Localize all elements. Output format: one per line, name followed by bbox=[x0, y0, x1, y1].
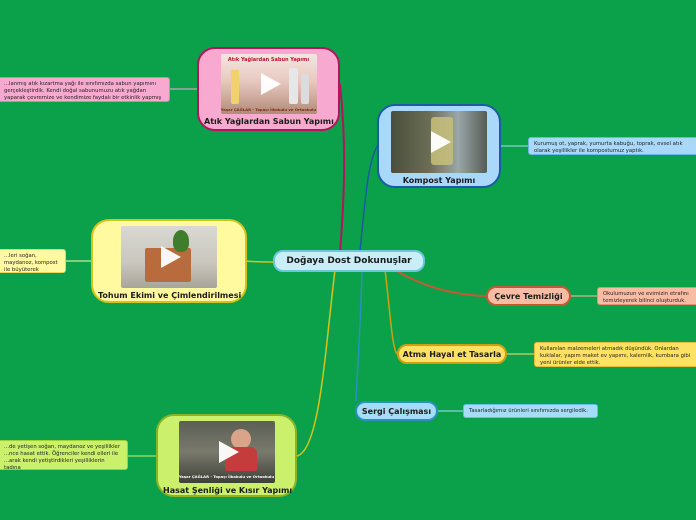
topic-kompost-label: Kompost Yapımı bbox=[402, 176, 476, 185]
sabun-image-title: Atık Yağlardan Sabun Yapımı bbox=[227, 57, 310, 63]
hasat-video-thumbnail[interactable]: Yaşar ÇAĞLAR - Topaçı İlkokulu ve Ortaok… bbox=[178, 421, 275, 483]
note-atma-text: Kullanılan malzemeleri atmadık düşündük.… bbox=[540, 346, 691, 366]
link-kompost bbox=[359, 144, 379, 253]
topic-hasat[interactable]: Yaşar ÇAĞLAR - Topaçı İlkokulu ve Ortaok… bbox=[156, 414, 297, 497]
kompost-video-thumbnail[interactable] bbox=[391, 111, 487, 173]
note-hasat-text: ...de yetişen soğan, maydanoz ve yeşilli… bbox=[4, 444, 120, 470]
topic-sabun-label: Atık Yağlardan Sabun Yapımı bbox=[204, 117, 334, 126]
note-sabun: ...lanmış atık kızartma yağı ile sınıfım… bbox=[0, 77, 170, 102]
play-icon[interactable] bbox=[260, 73, 281, 95]
topic-sabun[interactable]: Atık Yağlardan Sabun Yapımı Yaşar ÇAĞLAR… bbox=[197, 47, 340, 131]
note-kompost: Kurumuş ot, yaprak, yumurta kabuğu, topr… bbox=[528, 137, 696, 155]
bottle-shape bbox=[288, 68, 298, 104]
topic-cevre-label: Çevre Temizliği bbox=[494, 291, 563, 301]
topic-tohum[interactable]: Tohum Ekimi ve Çimlendirilmesi bbox=[91, 219, 247, 303]
tohum-video-thumbnail[interactable] bbox=[121, 226, 217, 288]
note-tohum: ...leri soğan, maydanoz, kompost ile büy… bbox=[0, 249, 66, 273]
topic-hasat-label: Hasat Şenliği ve Kısır Yapımı bbox=[163, 486, 293, 495]
note-sergi: Tasarladığımız ürünleri sınıfımızda serg… bbox=[463, 404, 598, 418]
note-tohum-text: ...leri soğan, maydanoz, kompost ile büy… bbox=[4, 253, 58, 273]
note-sergi-text: Tasarladığımız ürünleri sınıfımızda serg… bbox=[469, 408, 588, 414]
topic-cevre[interactable]: Çevre Temizliği bbox=[486, 286, 571, 306]
topic-tohum-label: Tohum Ekimi ve Çimlendirilmesi bbox=[98, 291, 242, 300]
note-kompost-text: Kurumuş ot, yaprak, yumurta kabuğu, topr… bbox=[534, 141, 683, 154]
topic-kompost[interactable]: Kompost Yapımı bbox=[377, 104, 501, 188]
topic-sergi-label: Sergi Çalışması bbox=[361, 406, 432, 416]
note-cevre: Okulumuzun ve evimizin etrafını temizley… bbox=[597, 287, 696, 305]
sabun-image-caption: Yaşar ÇAĞLAR - Topaçı İlkokulu ve Ortaok… bbox=[220, 107, 317, 112]
note-cevre-text: Okulumuzun ve evimizin etrafını temizley… bbox=[603, 291, 689, 304]
play-icon[interactable] bbox=[161, 246, 181, 268]
note-sabun-text: ...lanmış atık kızartma yağı ile sınıfım… bbox=[4, 81, 162, 101]
hasat-image-caption: Yaşar ÇAĞLAR - Topaçı İlkokulu ve Ortaok… bbox=[178, 474, 275, 479]
link-cevre bbox=[394, 269, 487, 297]
play-icon[interactable] bbox=[431, 131, 451, 153]
link-hasat bbox=[296, 269, 336, 457]
topic-atma[interactable]: Atma Hayal et Tasarla bbox=[397, 344, 507, 364]
link-sergi bbox=[355, 271, 363, 402]
bottle-shape bbox=[300, 74, 309, 104]
note-hasat: ...de yetişen soğan, maydanoz ve yeşilli… bbox=[0, 440, 128, 470]
topic-sergi[interactable]: Sergi Çalışması bbox=[355, 401, 438, 421]
sabun-video-thumbnail[interactable]: Atık Yağlardan Sabun Yapımı Yaşar ÇAĞLAR… bbox=[220, 54, 317, 114]
note-atma: Kullanılan malzemeleri atmadık düşündük.… bbox=[534, 342, 696, 367]
bottle-shape bbox=[230, 70, 239, 104]
link-sabun bbox=[339, 83, 346, 253]
link-atma bbox=[384, 269, 398, 355]
link-tohum bbox=[245, 260, 276, 263]
topic-atma-label: Atma Hayal et Tasarla bbox=[402, 349, 502, 359]
central-topic[interactable]: Doğaya Dost Dokunuşlar bbox=[273, 250, 425, 272]
play-icon[interactable] bbox=[218, 441, 239, 463]
central-topic-label: Doğaya Dost Dokunuşlar bbox=[286, 256, 412, 266]
